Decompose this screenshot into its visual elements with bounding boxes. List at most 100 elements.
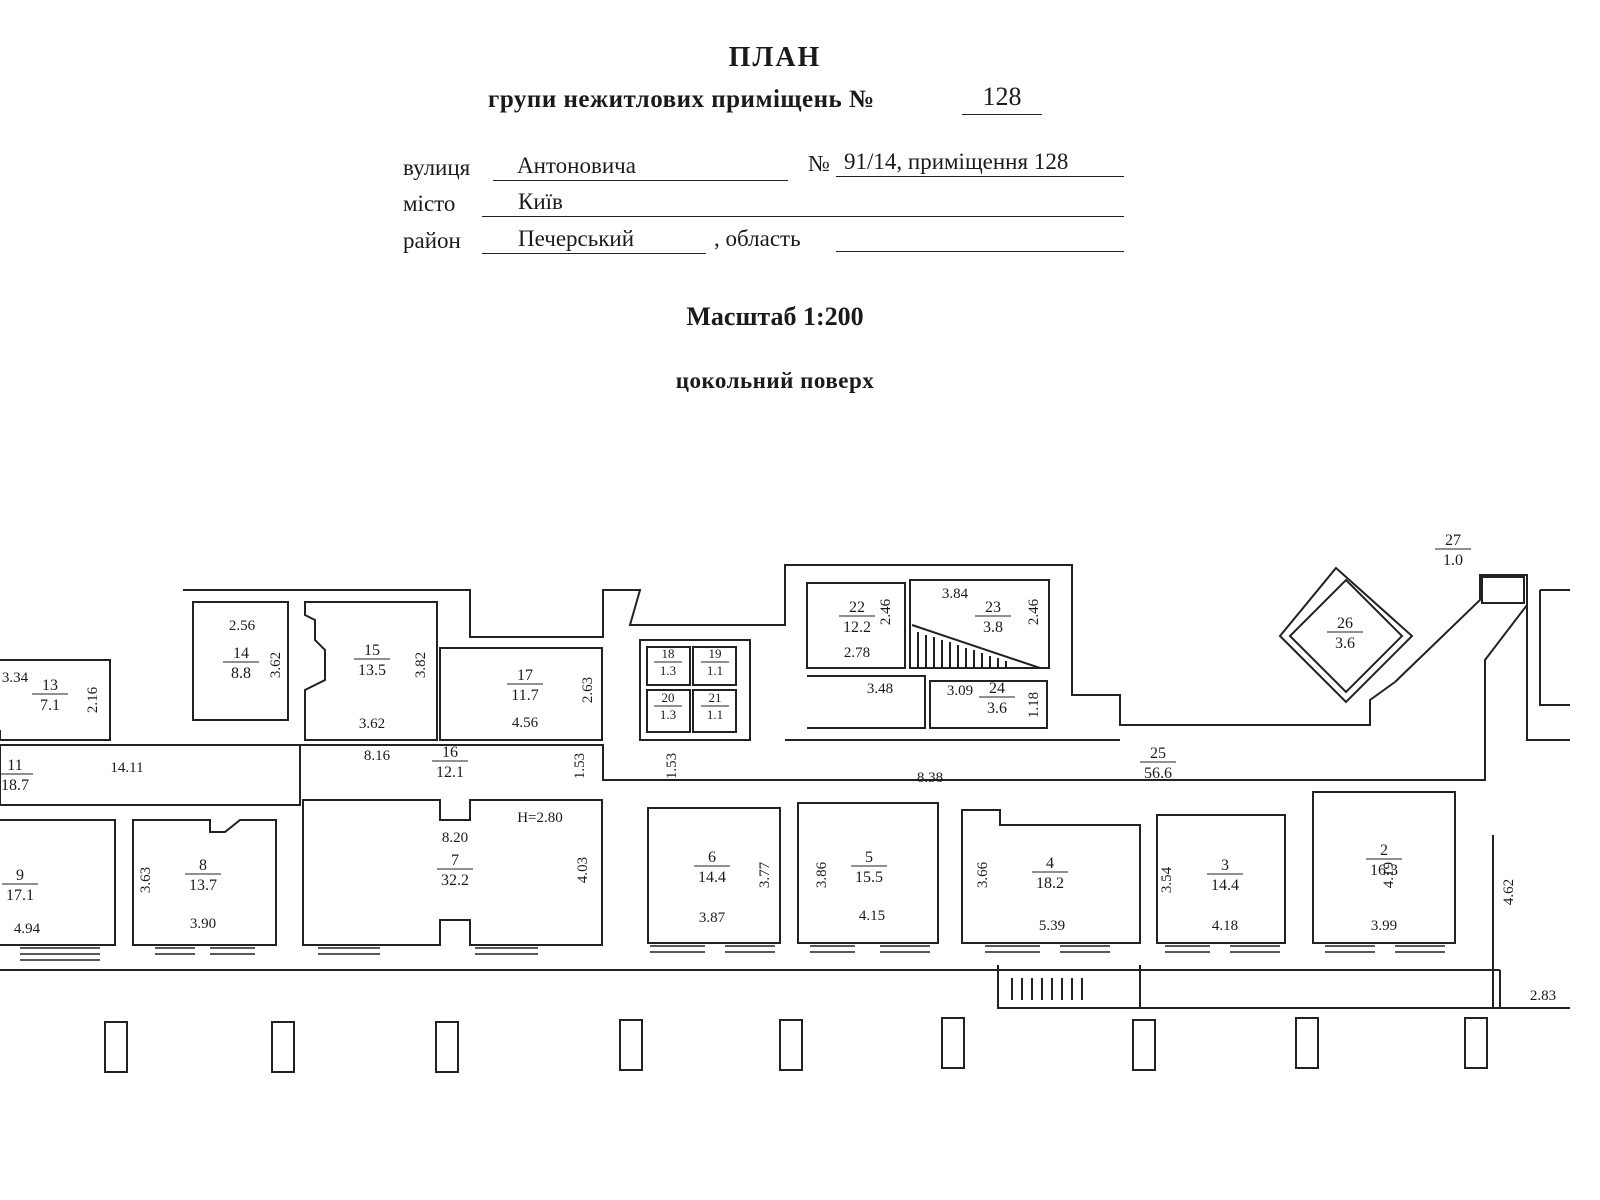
room-area: 56.6: [1144, 765, 1172, 782]
room-area: 14.4: [1211, 877, 1239, 894]
group-number: 128: [962, 82, 1042, 115]
dimension-label: 4.19: [1381, 862, 1397, 888]
dimension-label: 3.09: [947, 683, 973, 699]
dimension-label: 3.99: [1371, 918, 1397, 934]
dimension-label: 5.39: [1039, 918, 1065, 934]
dimension-label: 14.11: [110, 760, 143, 776]
room-number: 18: [662, 646, 675, 661]
room-area: 1.1: [707, 663, 723, 678]
city-value: Київ: [482, 189, 1124, 217]
room-area: 13.7: [189, 877, 217, 894]
dimension-label: 3.62: [359, 716, 385, 732]
room-area: 16.3: [1370, 862, 1398, 879]
room-area: 8.8: [231, 665, 251, 682]
dimension-label: 4.62: [1501, 879, 1517, 905]
room-area: 18.7: [1, 777, 29, 794]
room-number: 8: [199, 857, 207, 874]
room-number: 7: [451, 852, 459, 869]
room-number: 19: [709, 646, 722, 661]
room-area: 7.1: [40, 697, 60, 714]
room-number: 5: [865, 849, 873, 866]
dimension-label: 3.62: [268, 652, 284, 678]
room-area: 3.6: [1335, 635, 1355, 652]
floor-label: цокольний поверх: [675, 368, 875, 393]
room-area: 13.5: [358, 662, 386, 679]
dimension-label: 1.53: [664, 753, 680, 779]
room-number: 14: [233, 645, 249, 662]
room-number: 9: [16, 867, 24, 884]
dimension-label: 4.94: [14, 921, 41, 937]
dimension-label: 3.90: [190, 916, 216, 932]
dimension-label: 3.66: [975, 861, 991, 888]
building-label: №: [808, 151, 830, 176]
dimension-label: 8.20: [442, 830, 468, 846]
room-area: 12.2: [843, 619, 871, 636]
dimension-label: 3.63: [138, 867, 154, 893]
room-area: 14.4: [698, 869, 726, 886]
room-area: 3.8: [983, 619, 1003, 636]
room-area: 1.3: [660, 663, 676, 678]
room-number: 23: [985, 599, 1001, 616]
dimension-label: 4.18: [1212, 918, 1238, 934]
room-number: 15: [364, 642, 380, 659]
scale-label: Масштаб 1:200: [686, 302, 864, 331]
dimension-label: H=2.80: [517, 810, 563, 826]
room-number: 20: [662, 690, 675, 705]
room-number: 6: [708, 849, 716, 866]
room-labels: 216.3314.4418.2515.5614.4732.2813.7917.1…: [0, 532, 1471, 904]
dimension-label: 2.56: [229, 618, 256, 634]
room-number: 27: [1445, 532, 1461, 549]
room-area: 17.1: [6, 887, 34, 904]
dimension-label: 3.34: [2, 670, 29, 686]
dimension-label: 2.83: [1530, 988, 1556, 1004]
room-number: 17: [517, 667, 533, 684]
room-number: 21: [709, 690, 722, 705]
dimension-label: 2.63: [580, 677, 596, 703]
dimension-label: 2.46: [878, 598, 894, 625]
room-area: 18.2: [1036, 875, 1064, 892]
city-label: місто: [403, 191, 456, 216]
street-value: Антоновича: [493, 153, 788, 181]
plan-subtitle: групи нежитлових приміщень №: [488, 86, 875, 113]
dimension-label: 1.53: [572, 753, 588, 779]
room-area: 15.5: [855, 869, 883, 886]
plan-title: ПЛАН: [728, 42, 822, 73]
room-area: 1.3: [660, 707, 676, 722]
dimension-label: 4.15: [859, 908, 885, 924]
street-label: вулиця: [403, 155, 471, 180]
dimension-label: 3.82: [413, 652, 429, 678]
region-value: [836, 226, 1124, 252]
dimension-label: 3.48: [867, 681, 893, 697]
dimension-label: 2.16: [85, 686, 101, 713]
room-number: 22: [849, 599, 865, 616]
window-marks: [20, 945, 1445, 961]
room-area: 32.2: [441, 872, 469, 889]
dimension-label: 3.87: [699, 910, 726, 926]
dimension-label: 8.38: [917, 770, 943, 786]
dimension-label: 8.16: [364, 748, 391, 764]
dimension-label: 3.77: [757, 861, 773, 888]
room-number: 13: [42, 677, 58, 694]
dimension-label: 3.54: [1159, 866, 1175, 893]
dimension-label: 3.86: [814, 861, 830, 888]
room-area: 11.7: [511, 687, 538, 704]
dimension-label: 2.78: [844, 645, 870, 661]
dimension-label: 3.84: [942, 586, 969, 602]
dimension-label: 4.03: [575, 857, 591, 883]
walls: [0, 564, 1570, 1009]
room-number: 16: [442, 744, 458, 761]
room-number: 24: [989, 680, 1005, 697]
building-value: 91/14, приміщення 128: [836, 149, 1124, 177]
room-number: 3: [1221, 857, 1229, 874]
region-label: , область: [714, 226, 801, 251]
exterior-columns: [104, 1017, 1488, 1073]
room-area: 1.1: [707, 707, 723, 722]
room-number: 11: [7, 757, 22, 774]
district-value: Печерський: [482, 226, 706, 254]
room-number: 4: [1046, 855, 1054, 872]
room-area: 1.0: [1443, 552, 1463, 569]
district-label: район: [403, 228, 461, 253]
room-area: 12.1: [436, 764, 464, 781]
